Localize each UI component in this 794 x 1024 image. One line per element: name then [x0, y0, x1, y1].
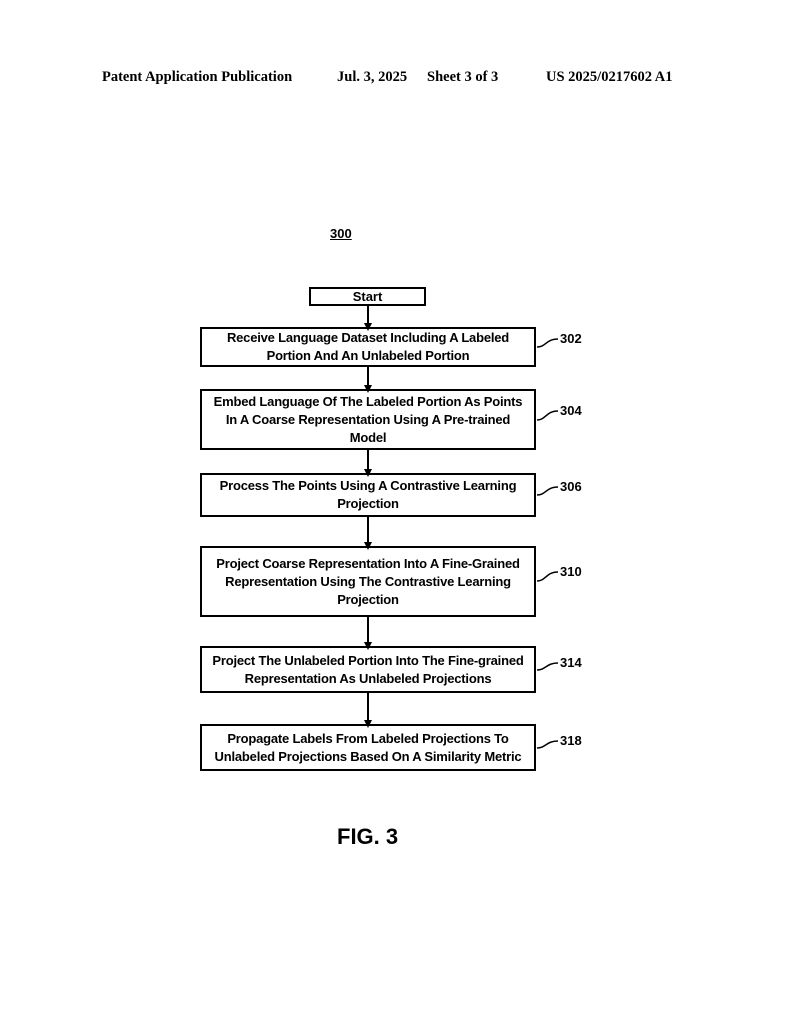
leader-318	[536, 740, 559, 749]
step-ref-302: 302	[560, 331, 582, 346]
step-box-304: Embed Language Of The Labeled Portion As…	[200, 389, 536, 450]
header-patent-number: US 2025/0217602 A1	[546, 69, 673, 85]
step-304-line-1: Embed Language Of The Labeled Portion As…	[213, 393, 523, 409]
step-302-line-1: Receive Language Dataset Including A Lab…	[226, 330, 510, 345]
step-box-310: Project Coarse Representation Into A Fin…	[200, 546, 536, 617]
step-314-line-1: Project The Unlabeled Portion Into The F…	[212, 652, 524, 668]
step-ref-306: 306	[560, 479, 582, 494]
leader-306	[536, 486, 559, 496]
step-306-line-1: Process The Points Using A Contrastive L…	[219, 478, 517, 493]
step-ref-318: 318	[560, 733, 582, 748]
step-314-line-2: Representation As Unlabeled Projections	[244, 670, 492, 686]
step-310-line-2: Representation Using The Contrastive Lea…	[225, 573, 511, 589]
step-box-314: Project The Unlabeled Portion Into The F…	[200, 646, 536, 693]
start-terminal: Start	[309, 287, 426, 306]
step-ref-314: 314	[560, 655, 582, 670]
step-306-line-2: Projection	[337, 496, 399, 511]
leader-302	[536, 338, 559, 348]
step-box-306: Process The Points Using A Contrastive L…	[200, 473, 536, 517]
figure-label: FIG. 3	[337, 824, 399, 849]
step-ref-304: 304	[560, 403, 582, 418]
diagram-reference: 300	[330, 226, 352, 241]
step-box-302: Receive Language Dataset Including A Lab…	[200, 327, 536, 367]
step-302-line-2: Portion And An Unlabeled Portion	[266, 348, 470, 363]
step-ref-310: 310	[560, 564, 582, 579]
header-publication: Patent Application Publication	[102, 69, 293, 85]
step-304-line-2: In A Coarse Representation Using A Pre-t…	[225, 411, 511, 427]
step-310-line-3: Projection	[337, 591, 399, 607]
step-310-line-1: Project Coarse Representation Into A Fin…	[216, 555, 520, 571]
step-318-line-2: Unlabeled Projections Based On A Similar…	[214, 748, 522, 764]
step-box-318: Propagate Labels From Labeled Projection…	[200, 724, 536, 771]
step-304-line-3: Model	[349, 429, 387, 445]
leader-304	[536, 410, 559, 421]
step-318-line-1: Propagate Labels From Labeled Projection…	[227, 730, 509, 746]
leader-314	[536, 662, 559, 671]
header-sheet: Sheet 3 of 3	[427, 69, 499, 85]
header-date: Jul. 3, 2025	[337, 69, 408, 85]
leader-310	[536, 571, 559, 582]
